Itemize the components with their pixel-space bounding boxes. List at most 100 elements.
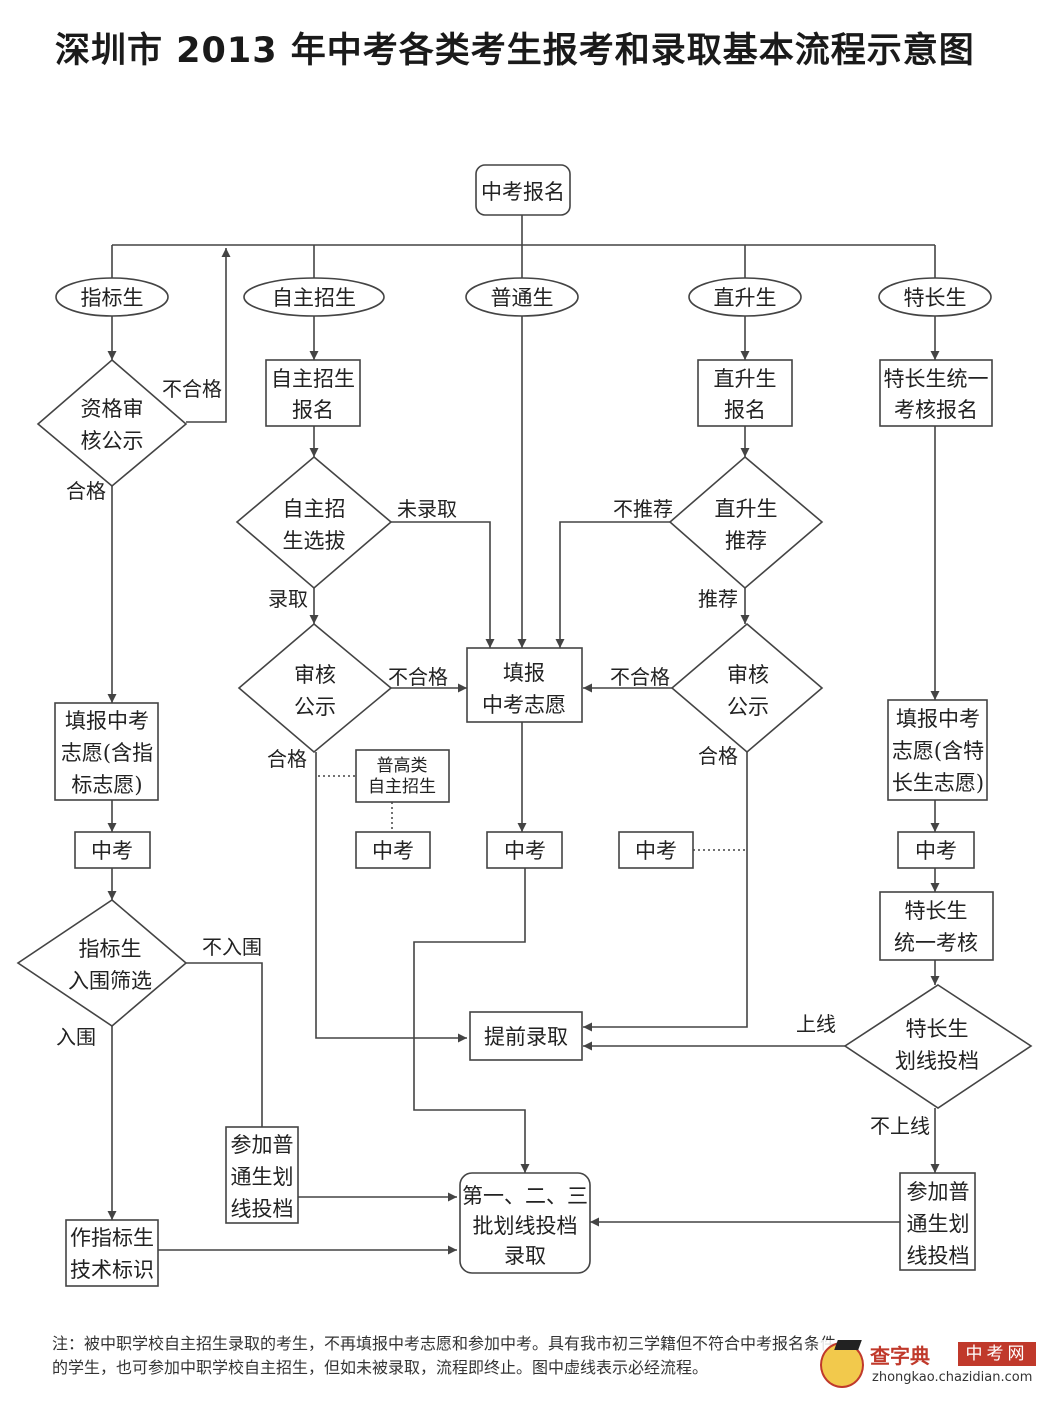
batch-label-2: 批划线投档 <box>473 1214 578 1238</box>
edge-label-unqualified-top: 不合格 <box>162 377 222 401</box>
edge-label-shortlisted: 入围 <box>56 1025 96 1049</box>
batch-label-1: 第一、二、三 <box>462 1184 588 1208</box>
indicator-screening-decision <box>16 898 188 1028</box>
talent-reg-label-1: 特长生统一 <box>884 367 989 391</box>
edge-label-recommended: 推荐 <box>698 587 738 611</box>
batch-admission <box>459 1172 591 1274</box>
watermark-url: zhongkao.chazidian.com <box>872 1370 1033 1385</box>
tech-mark-label-2: 技术标识 <box>70 1258 154 1282</box>
self-reg-label-2: 报名 <box>292 398 334 422</box>
hs-self-label-1: 普高类 <box>377 756 428 776</box>
fill-left-label-1: 填报中考 <box>65 709 149 733</box>
category-regular <box>465 277 579 317</box>
qual-review-label-2: 核公示 <box>81 429 144 453</box>
audit-left-label-2: 公示 <box>294 695 336 719</box>
technical-mark <box>65 1219 159 1287</box>
exam-left-label: 中考 <box>91 839 133 863</box>
join-left-label-3: 线投档 <box>231 1197 294 1221</box>
exam-direct <box>618 831 694 869</box>
self-select-label-1: 自主招 <box>283 497 346 521</box>
edge-label-below-line: 不上线 <box>870 1114 930 1138</box>
direct-registration <box>697 359 793 427</box>
join-right-label-1: 参加普 <box>907 1180 970 1204</box>
join-right-label-3: 线投档 <box>907 1244 970 1268</box>
start-node <box>475 164 571 216</box>
edge-label-qualified-mid-right: 合格 <box>698 744 738 768</box>
talent-reg-label-2: 考核报名 <box>894 398 978 422</box>
edge-label-not-shortlisted: 不入围 <box>202 935 262 959</box>
edge-label-admitted: 录取 <box>268 587 308 611</box>
footnote-line-2: 的学生，也可参加中职学校自主招生，但如未被录取，流程即终止。图中虚线表示必经流程… <box>52 1358 709 1377</box>
join-left-label-1: 参加普 <box>231 1133 294 1157</box>
join-regular-right <box>899 1172 976 1271</box>
early-admit-label: 提前录取 <box>484 1025 568 1049</box>
exam-indicator <box>74 831 151 869</box>
qual-review-label-1: 资格审 <box>81 397 144 421</box>
exam-hs-label: 中考 <box>372 839 414 863</box>
talent-line-decision <box>843 984 1033 1109</box>
audit-left-label-1: 审核 <box>294 663 336 687</box>
batch-label-3: 录取 <box>504 1244 546 1268</box>
exam-talent <box>897 831 975 869</box>
category-self-label: 自主招生 <box>272 286 356 310</box>
edge-label-unqualified-left: 不合格 <box>388 665 448 689</box>
fill-left-label-2: 志愿(含指 <box>61 741 153 765</box>
footnote-line-1: 注：被中职学校自主招生录取的考生，不再填报中考志愿和参加中考。具有我市初三学籍但… <box>52 1334 837 1353</box>
audit-right-label-2: 公示 <box>727 695 769 719</box>
fill-preferences-center <box>466 647 583 723</box>
direct-recommendation-decision <box>668 455 824 590</box>
edge-label-unqualified-right: 不合格 <box>610 665 670 689</box>
join-regular-left <box>225 1126 299 1224</box>
category-regular-label: 普通生 <box>491 286 554 310</box>
talent-unified-label-2: 统一考核 <box>894 931 978 955</box>
hs-self-label-2: 自主招生 <box>368 777 436 797</box>
category-direct <box>688 277 802 317</box>
watermark-tag: 中考网 <box>958 1342 1036 1366</box>
category-indicator-label: 指标生 <box>81 286 144 310</box>
talent-unified-exam <box>879 891 994 961</box>
talent-unified-label-1: 特长生 <box>905 899 968 923</box>
fill-left-label-3: 标志愿) <box>71 773 142 797</box>
exam-right-label: 中考 <box>915 839 957 863</box>
indicator-screen-label-1: 指标生 <box>79 937 142 961</box>
category-indicator <box>55 277 169 317</box>
talent-line-label-2: 划线投档 <box>895 1049 979 1073</box>
fill-right-label-1: 填报中考 <box>896 707 980 731</box>
fill-preferences-indicator <box>54 702 159 801</box>
category-talent <box>878 277 992 317</box>
edge-label-not-admitted: 未录取 <box>397 497 457 521</box>
edge-label-above-line: 上线 <box>796 1012 836 1036</box>
fill-right-label-2: 志愿(含特 <box>892 739 984 763</box>
category-self-enrollment <box>243 277 385 317</box>
page-title: 深圳市 2013 年中考各类考生报考和录取基本流程示意图 <box>55 31 975 71</box>
audit-right-decision <box>670 622 824 754</box>
direct-reg-label-2: 报名 <box>724 398 766 422</box>
edge-label-qualified-mid-left: 合格 <box>267 747 307 771</box>
join-right-label-2: 通生划 <box>907 1212 970 1236</box>
fill-right-label-3: 长生志愿) <box>892 771 984 795</box>
connectors <box>107 215 940 1255</box>
audit-right-label-1: 审核 <box>727 663 769 687</box>
indicator-screen-label-2: 入围筛选 <box>68 969 152 993</box>
exam-hs <box>355 831 431 869</box>
footnote: 注：被中职学校自主招生录取的考生，不再填报中考志愿和参加中考。具有我市初三学籍但… <box>52 1332 987 1380</box>
fill-center-label-1: 填报 <box>503 661 545 685</box>
talent-registration <box>879 359 993 427</box>
category-talent-label: 特长生 <box>904 286 967 310</box>
edge-label-not-recommended: 不推荐 <box>613 497 673 521</box>
direct-reg-label-1: 直升生 <box>714 367 777 391</box>
direct-rec-label-1: 直升生 <box>715 497 778 521</box>
audit-left-decision <box>237 622 393 754</box>
site-watermark: 查字典 中考网 zhongkao.chazidian.com <box>818 1340 1040 1392</box>
join-left-label-2: 通生划 <box>231 1165 294 1189</box>
category-direct-label: 直升生 <box>714 286 777 310</box>
self-selection-decision <box>235 455 393 590</box>
fill-preferences-talent <box>887 699 988 801</box>
exam-center-label: 中考 <box>504 839 546 863</box>
self-reg-label-1: 自主招生 <box>271 367 355 391</box>
exam-center <box>486 831 563 869</box>
qualification-review-decision <box>36 358 188 488</box>
early-admission <box>469 1011 583 1061</box>
dotted-connectors <box>318 775 747 851</box>
